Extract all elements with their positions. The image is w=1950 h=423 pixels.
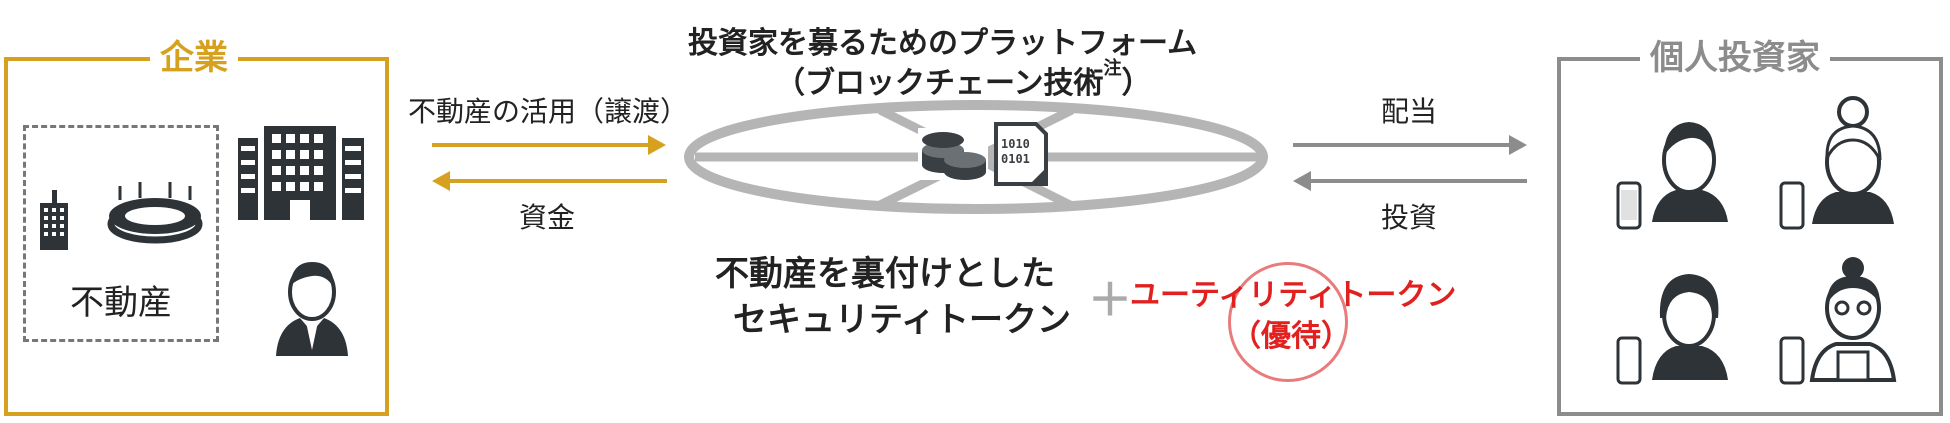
real-estate-box xyxy=(23,125,219,342)
investor-elderly-woman-icon xyxy=(1779,96,1894,230)
data-document-icon: 1010 0101 xyxy=(994,122,1048,186)
funds-label: 資金 xyxy=(519,201,576,234)
security-token-line1: 不動産を裏付けとした xyxy=(715,254,1055,294)
investment-label: 投資 xyxy=(1381,201,1438,234)
platform-subtitle-text: （ブロックチェーン技術 xyxy=(775,66,1104,101)
stadium-icon xyxy=(107,182,203,244)
platform-title: 投資家を募るためのプラットフォーム xyxy=(688,26,1198,61)
company-title: 企業 xyxy=(150,38,238,78)
investor-title: 個人投資家 xyxy=(1640,38,1830,78)
investor-woman-glasses-icon xyxy=(1779,257,1897,385)
platform-subtitle: （ブロックチェーン技術注） xyxy=(775,58,1152,102)
security-token-line2: セキュリティトークン xyxy=(733,300,1071,340)
utility-token-line1: ユーティリティトークン xyxy=(1130,278,1457,313)
investor-man-icon xyxy=(1616,122,1728,230)
plus-sign: ＋ xyxy=(1088,275,1132,326)
utility-token-highlight-circle xyxy=(1228,262,1348,382)
arrow-dividend-right xyxy=(1293,135,1527,155)
data-icon-line2: 0101 xyxy=(1001,152,1030,166)
investor-young-man-icon xyxy=(1616,274,1728,385)
arrow-funds-left xyxy=(432,171,667,191)
dividend-label: 配当 xyxy=(1381,95,1438,128)
note-mark: 注 xyxy=(1103,58,1122,79)
platform-subtitle-close: ） xyxy=(1121,66,1152,101)
office-building-icon xyxy=(234,125,370,220)
use-of-real-estate-label: 不動産の活用（譲渡） xyxy=(408,95,689,128)
small-building-icon xyxy=(40,190,68,250)
arrow-use-right xyxy=(432,135,666,155)
utility-token-line2: （優待） xyxy=(1231,319,1351,354)
arrow-investment-left xyxy=(1293,171,1527,191)
businessman-icon xyxy=(276,262,348,356)
coins-icon xyxy=(918,128,988,180)
data-icon-line1: 1010 xyxy=(1001,137,1030,151)
real-estate-label: 不動産 xyxy=(70,283,172,323)
